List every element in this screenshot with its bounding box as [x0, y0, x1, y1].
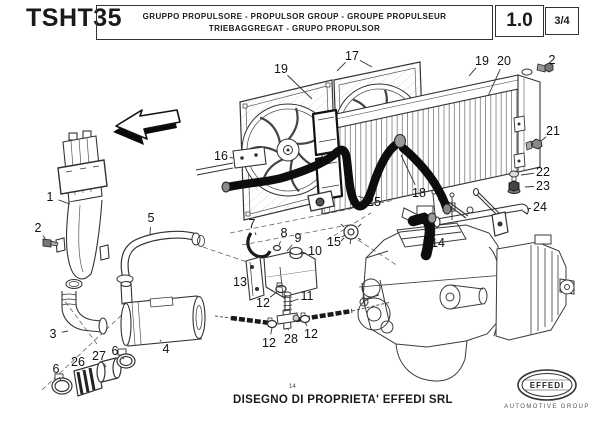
callout-8: 8 [280, 226, 288, 240]
callout-4: 4 [162, 342, 170, 356]
engine-hose-14 [407, 212, 437, 261]
callout-12: 12 [262, 336, 276, 350]
bolt-2-left [42, 238, 59, 248]
plug-23 [507, 180, 521, 194]
callout-23: 23 [536, 179, 550, 193]
section-title-line2: TRIEBAGGREGAT - GRUPO PROPULSOR [208, 23, 381, 33]
gearbox [495, 234, 575, 341]
callout-2: 2 [548, 53, 556, 67]
drain-plug-21 [525, 138, 543, 151]
elbow-hose-3 [61, 291, 108, 335]
thermostat-15 [340, 223, 362, 245]
callout-28: 28 [284, 332, 298, 346]
callout-12: 12 [256, 296, 270, 310]
section-title-line1: GRUPPO PROPULSORE - PROPULSOR GROUP - GR… [142, 11, 447, 21]
intake-hose-5 [116, 230, 205, 284]
callout-26: 26 [71, 355, 85, 369]
callout-15: 15 [327, 235, 341, 249]
effedi-logo: EFFEDI [517, 369, 577, 401]
callout-5: 5 [147, 211, 155, 225]
callout-22: 22 [536, 165, 550, 179]
air-filter-4 [120, 280, 206, 347]
callout-17: 17 [345, 49, 359, 63]
radiator-hoses [221, 134, 452, 215]
clamps-and-sleeves [51, 348, 136, 397]
callout-7: 7 [248, 217, 256, 231]
callout-16: 16 [214, 149, 228, 163]
callout-12: 12 [304, 327, 318, 341]
property-note: DISEGNO DI PROPRIETA' EFFEDI SRL [233, 394, 453, 406]
callout-27: 27 [92, 349, 106, 363]
tiny-print-mark: 14 [289, 384, 296, 390]
callout-6: 6 [52, 362, 60, 376]
callout-6: 6 [111, 344, 119, 358]
logo-text: EFFEDI [530, 381, 564, 390]
callout-25: 25 [367, 195, 381, 209]
section-title-box: GRUPPO PROPULSORE - PROPULSOR GROUP - GR… [96, 5, 493, 40]
callout-24: 24 [533, 200, 547, 214]
callout-21: 21 [546, 124, 560, 138]
revision-badge: 1.0 [495, 5, 544, 37]
callout-1: 1 [46, 190, 54, 204]
callout-13: 13 [233, 275, 247, 289]
heater-pipes-group [214, 291, 392, 330]
callout-2: 2 [34, 221, 42, 235]
callout-18: 18 [412, 186, 426, 200]
expansion-tank-group [245, 232, 318, 301]
callout-14: 14 [431, 236, 445, 250]
direction-arrow-icon [113, 109, 181, 145]
bolt-2-right [536, 62, 554, 73]
page-title: TSHT35 [26, 4, 123, 32]
logo-subtext: AUTOMOTIVE GROUP [504, 404, 590, 410]
callout-19: 19 [475, 54, 489, 68]
page-number-badge: 3/4 [545, 7, 579, 35]
callout-3: 3 [49, 327, 57, 341]
intake-duct [55, 130, 110, 290]
radiator-side-bracket [195, 146, 267, 176]
cap-22 [509, 170, 519, 182]
callout-20: 20 [497, 54, 511, 68]
callout-10: 10 [308, 244, 322, 258]
callout-9: 9 [294, 231, 302, 245]
callout-11: 11 [300, 289, 314, 303]
callout-19: 19 [274, 62, 288, 76]
